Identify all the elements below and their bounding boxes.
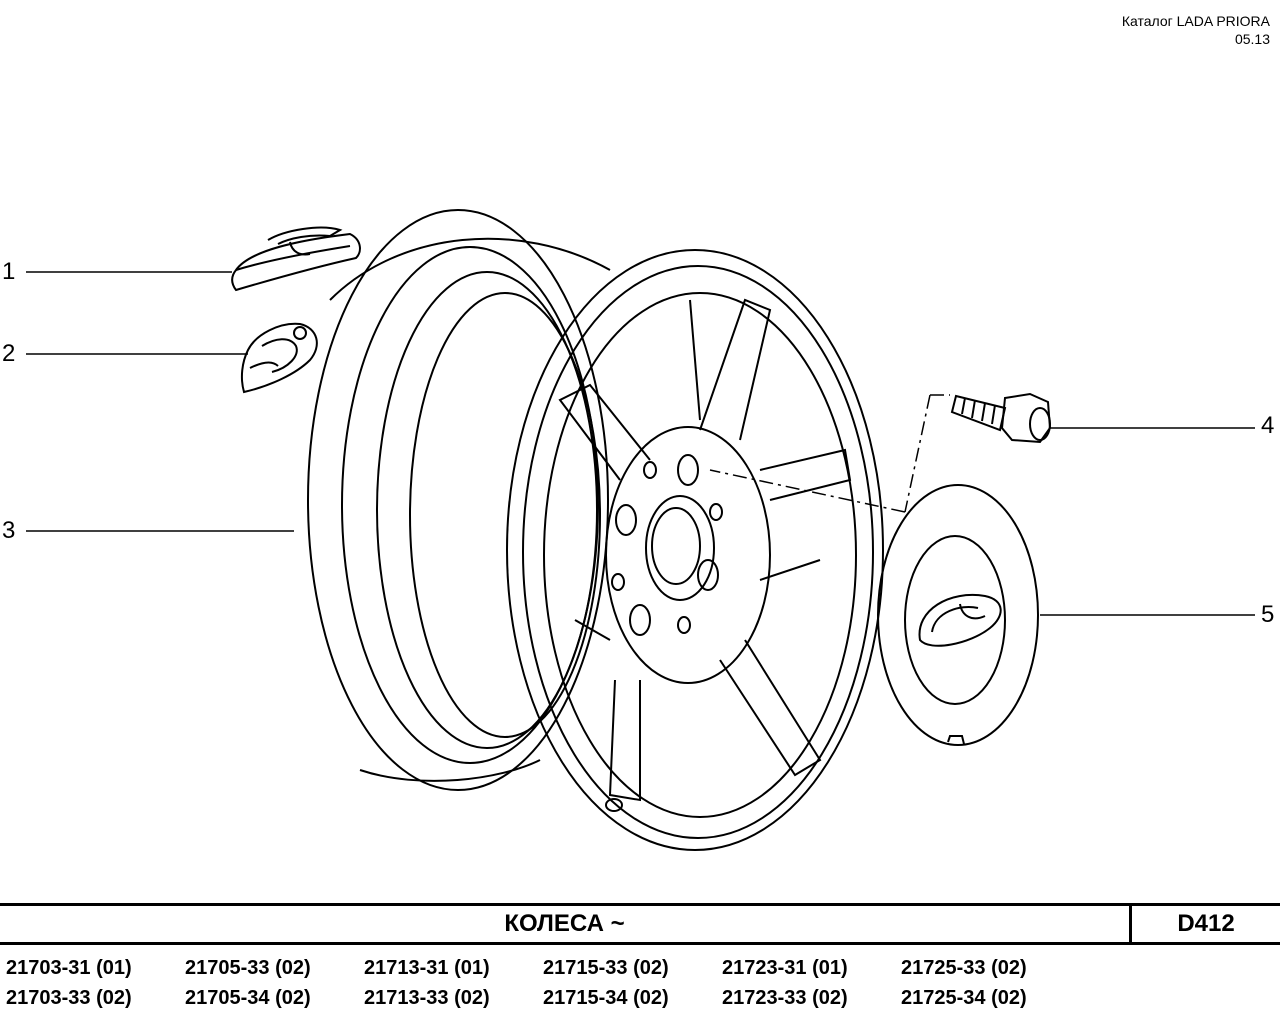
model-code: 21705-34 (02) (185, 987, 311, 1009)
model-code: 21715-33 (02) (543, 957, 669, 979)
balance-weight-hook-drawing (240, 322, 318, 394)
section-title: КОЛЕСА ~ (0, 906, 1132, 942)
model-code: 21703-33 (02) (6, 987, 132, 1009)
wheel-exploded-drawing (26, 209, 1255, 851)
model-code: 21713-31 (01) (364, 957, 490, 979)
callout-4: 4 (1261, 412, 1275, 439)
model-code: 21713-33 (02) (364, 987, 490, 1009)
catalog-title: Каталог LADA PRIORA (1121, 13, 1270, 29)
hub-cap-drawing (877, 484, 1039, 746)
model-code: 21723-33 (02) (722, 987, 848, 1009)
callout-1: 1 (2, 258, 16, 285)
balance-weight-clip-drawing (231, 226, 361, 292)
catalog-date: 05.13 (1234, 31, 1270, 47)
model-code: 21725-34 (02) (901, 987, 1027, 1009)
model-code: 21715-34 (02) (543, 987, 669, 1009)
callout-5: 5 (1261, 601, 1275, 628)
title-block: КОЛЕСА ~ D412 (0, 903, 1280, 945)
model-code: 21723-31 (01) (722, 957, 848, 979)
model-list: 21703-31 (01) 21705-33 (02) 21713-31 (01… (6, 956, 1266, 1010)
callout-2: 2 (2, 340, 16, 367)
catalog-header: Каталог LADA PRIORA 05.13 (1122, 12, 1270, 48)
callout-3: 3 (2, 517, 16, 544)
model-code: 21703-31 (01) (6, 957, 132, 979)
model-code: 21725-33 (02) (901, 957, 1027, 979)
section-code: D412 (1177, 910, 1235, 937)
wheel-bolt-drawing (709, 392, 1052, 513)
wheel-rim-drawing (307, 209, 884, 851)
model-code: 21705-33 (02) (185, 957, 311, 979)
